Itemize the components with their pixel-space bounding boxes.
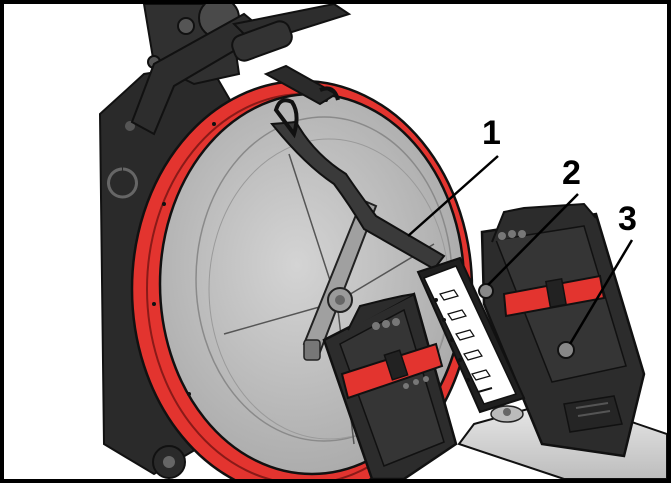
leader-lines <box>407 155 634 345</box>
base-wheels <box>152 445 186 479</box>
callout-1: 1 <box>482 114 501 152</box>
handle-bar <box>130 4 352 136</box>
instruction-label <box>416 256 526 414</box>
leader-line-1 <box>407 155 499 237</box>
heel-cup-screw <box>557 341 575 359</box>
left-footplate <box>322 292 458 479</box>
leader-line-3 <box>568 239 634 345</box>
footplate-adjust-knob <box>478 283 494 299</box>
handle-strap <box>263 64 446 271</box>
callout-3: 3 <box>618 200 637 238</box>
leader-line-2 <box>487 193 579 286</box>
rower-illustration: 1 2 3 <box>98 4 667 479</box>
callout-2: 2 <box>562 154 581 192</box>
